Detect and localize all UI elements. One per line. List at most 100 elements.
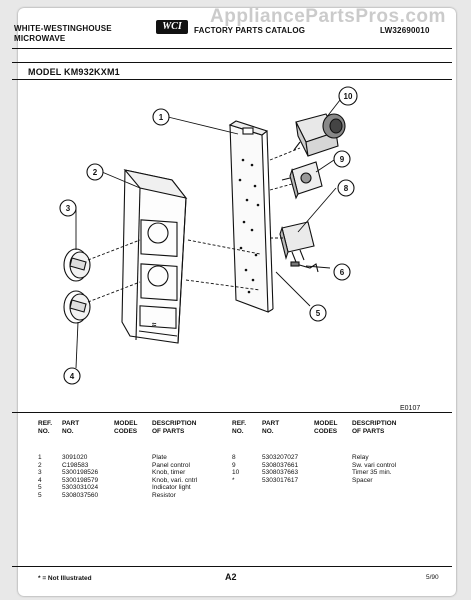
ref-cell: 8 (232, 454, 236, 461)
catalog-title: FACTORY PARTS CATALOG (194, 26, 306, 35)
description-cell: Knob, vari. cntrl (152, 476, 198, 484)
description-cell: Knob, timer (152, 469, 186, 476)
table-divider (12, 412, 452, 413)
part-number-cell: 5303031024 (62, 484, 99, 491)
plate-part (228, 120, 274, 313)
model-codes-cell (114, 454, 152, 462)
model-codes-cell (114, 469, 152, 477)
table-row: 3 5300198526 Knob, timer (38, 469, 226, 477)
not-illustrated-note: * = Not Illustrated (38, 575, 92, 582)
svg-text:3: 3 (66, 204, 71, 213)
part-number-cell: 5300198526 (62, 469, 99, 476)
description-cell: Sw. vari control (352, 461, 397, 469)
ref-header: REF.NO. (232, 420, 247, 435)
wci-logo: WCI (156, 20, 188, 34)
indicator-light-part (290, 261, 319, 273)
svg-text:5: 5 (316, 309, 321, 318)
callout-9: 9 (333, 150, 351, 168)
ref-cell: 1 (38, 454, 42, 461)
callout-5: 5 (309, 304, 327, 322)
model-codes-cell (114, 484, 152, 492)
table-row: 8 5303207027 Relay (232, 454, 426, 462)
ref-cell: 10 (232, 469, 240, 476)
variable-control-knob-part (63, 290, 91, 324)
revision-date: 5/90 (426, 574, 439, 581)
description-cell: Indicator light (152, 484, 191, 491)
ref-cell: 3 (38, 469, 42, 476)
brand-name: WHITE-WESTINGHOUSE (14, 24, 112, 33)
timer-motor-part (293, 113, 346, 157)
table-row: 10 5308037663 Timer 35 min. (232, 469, 426, 477)
footer-divider (12, 566, 452, 567)
description-cell: Panel control (152, 461, 190, 469)
table-row: 1 3091020 Plate (38, 454, 226, 462)
part-number-cell: 5303207027 (262, 454, 299, 461)
leader-lines (75, 99, 341, 369)
catalog-page (18, 8, 456, 596)
svg-text:2: 2 (93, 168, 98, 177)
description-cell: Timer 35 min. (352, 469, 392, 476)
part-number-cell: 5308037661 (262, 461, 299, 469)
model-divider-bottom (12, 79, 452, 80)
product-category: MICROWAVE (14, 34, 66, 43)
svg-text:9: 9 (340, 155, 345, 164)
description-cell: Resistor (152, 491, 176, 499)
description-cell: Relay (352, 454, 369, 461)
callout-8: 8 (337, 179, 355, 197)
ref-cell: 5 (38, 484, 42, 491)
callout-6: 6 (333, 263, 351, 281)
callout-1: 1 (152, 108, 170, 126)
model-codes-cell (114, 477, 152, 485)
model-codes-cell (314, 469, 352, 477)
timer-knob-part (63, 248, 91, 282)
description-cell: Plate (152, 454, 167, 461)
watermark: AppliancePartsPros.com (210, 6, 446, 27)
part-number-cell: 5308037663 (262, 469, 299, 476)
callout-3: 3 (59, 199, 77, 217)
svg-text:6: 6 (340, 268, 345, 277)
relay-part (279, 221, 315, 263)
part-number-cell: 5300198579 (62, 476, 99, 484)
part-number-cell: 5308037560 (62, 491, 99, 499)
model-codes-cell (114, 462, 152, 470)
table-row: 9 5308037661 Sw. vari control (232, 462, 426, 470)
ref-cell: * (232, 476, 235, 484)
model-codes-cell (314, 462, 352, 470)
model-codes-cell (314, 454, 352, 462)
part-number-cell: 3091020 (62, 454, 88, 461)
callout-4: 4 (63, 367, 81, 385)
control-panel-part: ≈ (121, 169, 188, 344)
svg-text:≈: ≈ (152, 320, 157, 329)
document-number: LW32690010 (380, 26, 430, 35)
svg-text:1: 1 (159, 113, 164, 122)
svg-text:8: 8 (344, 184, 349, 193)
header-divider (12, 48, 452, 49)
svg-text:4: 4 (70, 372, 75, 381)
model-label: MODEL KM932KXM1 (28, 67, 120, 77)
ref-cell: 2 (38, 461, 42, 469)
diagram-code: E0107 (400, 405, 421, 412)
part-number-cell: C198583 (62, 461, 89, 469)
svg-text:10: 10 (344, 92, 353, 101)
ref-cell: 4 (38, 476, 42, 484)
model-divider-top (12, 62, 452, 63)
ref-cell: 9 (232, 461, 236, 469)
table-row: 5 5303031024 Indicator light (38, 484, 226, 492)
ref-header: REF.NO. (38, 420, 53, 435)
model-codes-cell (314, 477, 352, 485)
callout-10: 10 (338, 86, 358, 106)
table-row: 2 C198583 Panel control (38, 462, 226, 470)
page-number: A2 (225, 572, 237, 582)
